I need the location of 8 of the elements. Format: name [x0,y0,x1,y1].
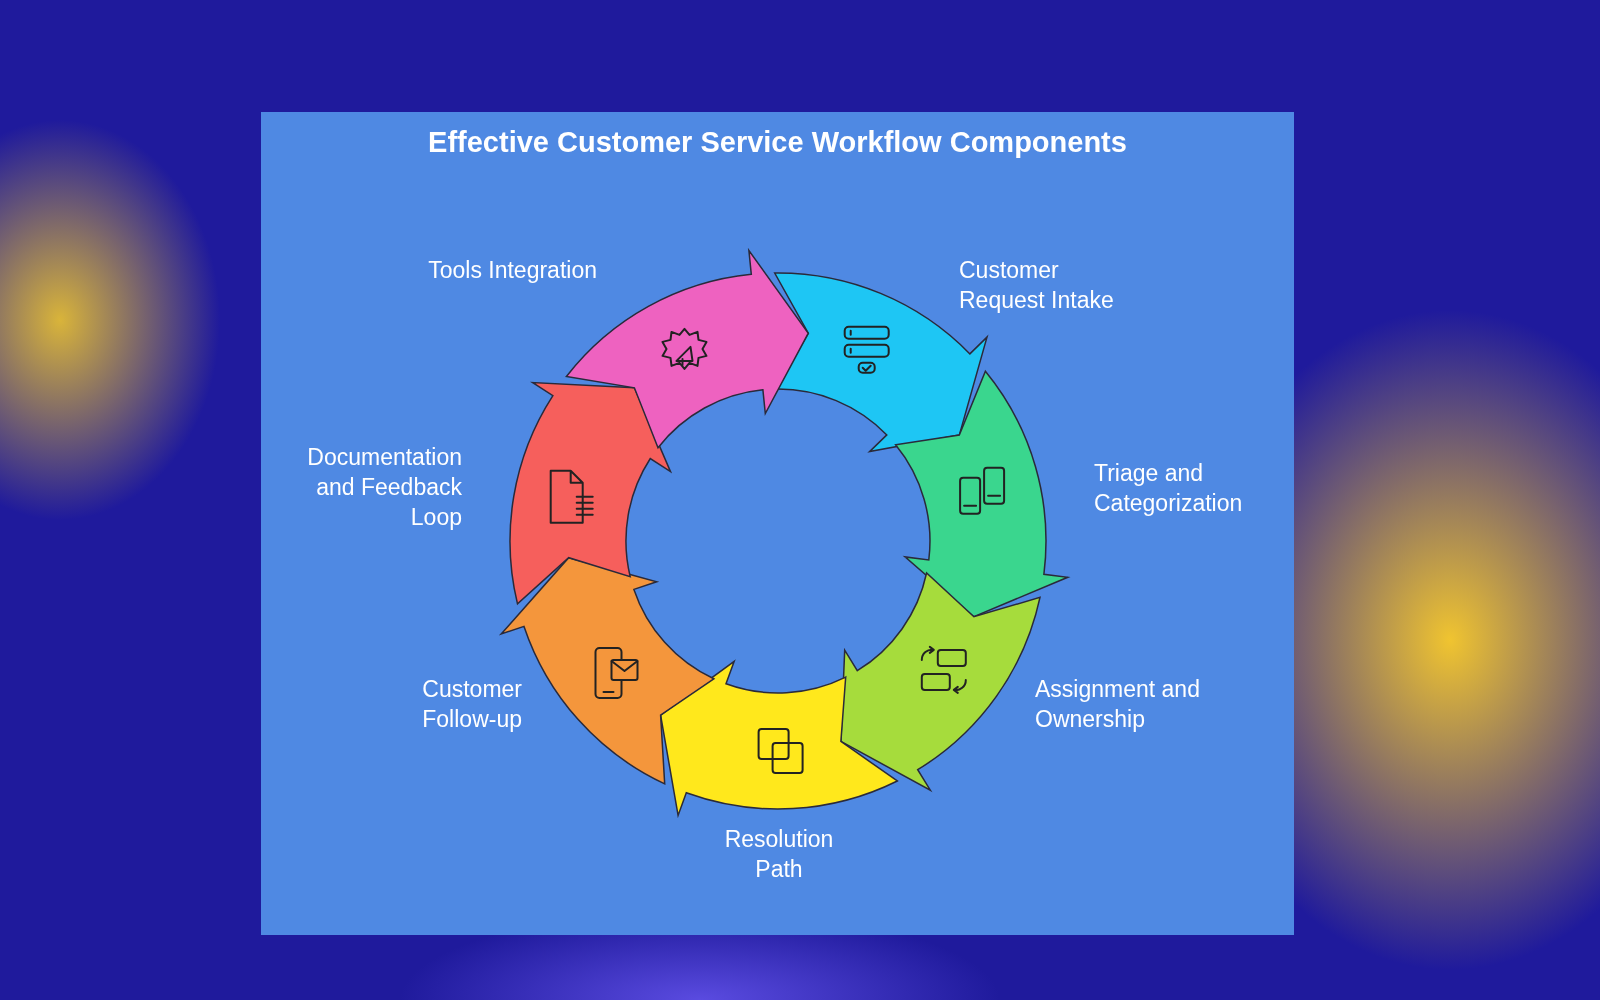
step-label: Tools Integration [427,256,597,285]
step-label: Customer Follow-up [421,675,522,734]
title: Effective Customer Service Workflow Components [427,126,1128,159]
step-label: Assignment and Ownership [1035,675,1201,734]
step-label: Triage and Categorization [1094,459,1244,518]
step-label: Documentation and Feedback Loop [306,443,462,532]
step-label: Resolution Path [723,825,835,884]
step-label: Customer Request Intake [959,256,1115,315]
